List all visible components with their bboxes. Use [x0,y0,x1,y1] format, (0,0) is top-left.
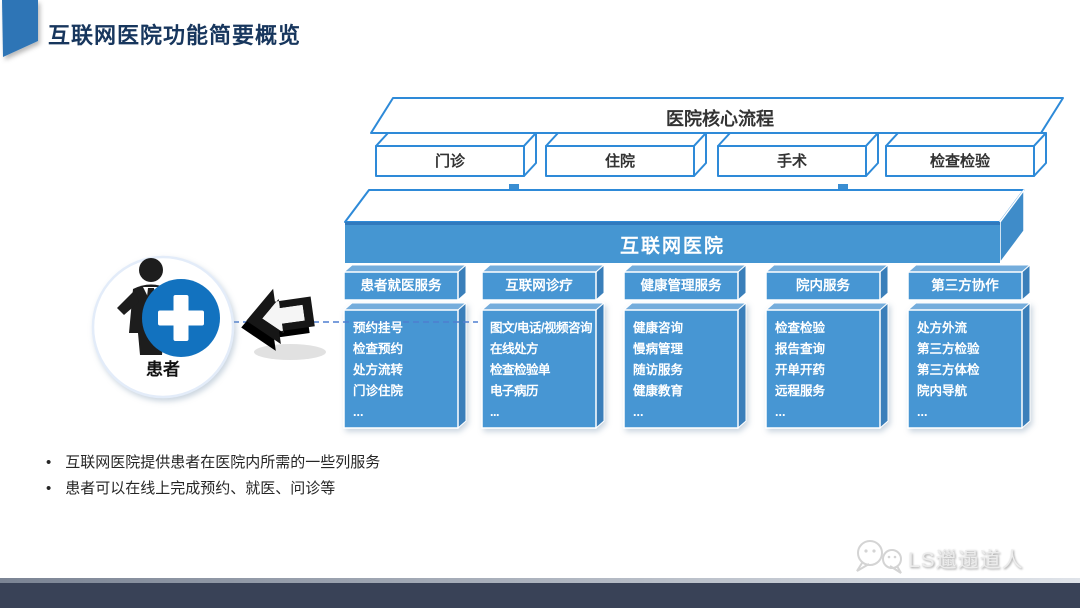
column-header-4: 院内服务 [796,278,850,293]
list-item: 第三方体检 [917,363,980,377]
footer-strip [0,577,1080,584]
process-step-inpatient: 住院 [604,153,635,170]
patient-bubble [91,255,235,399]
page-title: 互联网医院功能简要概览 [48,23,302,48]
watermark-text: LS邋遢道人 [908,549,1024,572]
list-item: 检查检验 [775,321,826,335]
list-item: 检查预约 [353,342,404,356]
list-item: 健康教育 [633,384,684,398]
list-item: ... [353,405,364,419]
process-box-inpatient [545,132,707,177]
column-items-5: 处方外流 第三方检验 第三方体检 院内导航 ... [917,318,1029,423]
column-header-3: 健康管理服务 [640,278,722,293]
process-step-surgery: 手术 [776,153,807,170]
platform-bar [344,187,1025,266]
column-header-1: 患者就医服务 [360,278,442,293]
note-line-2: • 患者可以在线上完成预约、就医、问诊等 [46,479,335,499]
process-box-outpatient [375,132,537,177]
list-item: 处方流转 [353,363,404,377]
column-items-4: 检查检验 报告查询 开单开药 远程服务 ... [775,318,887,423]
list-item: 开单开药 [775,363,826,377]
note-text: 患者可以在线上完成预约、就医、问诊等 [65,480,336,497]
list-item: 电子病历 [490,384,539,398]
list-item: 图文/电话/视频咨询 [490,321,592,335]
list-item: ... [633,405,644,419]
bullet: • [46,480,52,497]
note-line-1: • 互联网医院提供患者在医院内所需的一些列服务 [46,453,380,473]
column-header-2: 互联网诊疗 [505,278,573,293]
medical-cross-icon [142,279,220,357]
process-box-exam [885,132,1047,177]
list-item: 预约挂号 [353,321,404,335]
list-item: 随访服务 [633,363,684,377]
list-item: 院内导航 [917,384,968,398]
bullet: • [46,454,52,471]
column-header-5: 第三方协作 [931,278,999,293]
list-item: 门诊住院 [353,384,404,398]
list-item: 远程服务 [775,384,826,398]
footer-bar [0,583,1080,608]
column-items-1: 预约挂号 检查预约 处方流转 门诊住院 ... [353,318,465,423]
list-item: ... [917,405,928,419]
list-item: 处方外流 [917,321,968,335]
list-item: ... [775,405,786,419]
process-step-exam: 检查检验 [929,153,990,170]
platform-title: 互联网医院 [619,236,725,257]
patient-label: 患者 [146,360,180,379]
core-process-title: 医院核心流程 [666,109,774,129]
title-ribbon [2,0,38,57]
process-box-surgery [717,132,879,177]
column-body-boxes [343,302,1031,429]
column-header-boxes [343,264,1031,301]
back-arrow-3d-icon [241,288,326,360]
list-item: 在线处方 [490,342,539,356]
list-item: 报告查询 [775,342,826,356]
column-items-3: 健康咨询 慢病管理 随访服务 健康教育 ... [633,318,745,423]
list-item: ... [490,405,499,419]
list-item: 健康咨询 [633,321,684,335]
chat-bubbles-icon [856,540,902,574]
column-items-2: 图文/电话/视频咨询 在线处方 检查检验单 电子病历 ... [490,318,602,423]
note-text: 互联网医院提供患者在医院内所需的一些列服务 [65,454,381,471]
list-item: 第三方检验 [917,342,980,356]
process-step-outpatient: 门诊 [434,153,465,170]
list-item: 慢病管理 [633,342,684,356]
list-item: 检查检验单 [490,363,551,377]
